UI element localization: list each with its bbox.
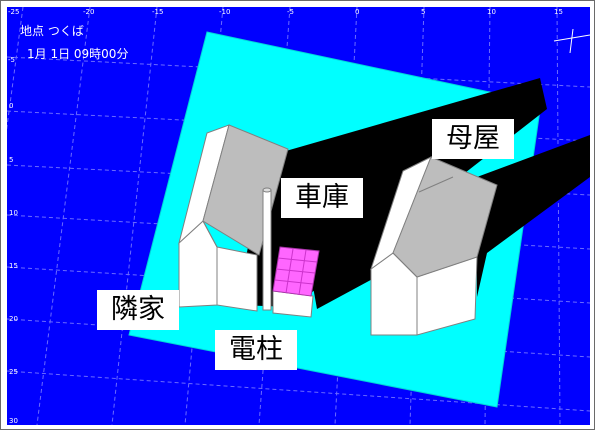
y-tick: 20 (9, 315, 18, 323)
x-tick: -20 (83, 8, 95, 16)
utility-pole (262, 187, 272, 311)
neighbor-house (178, 124, 289, 312)
shadow-main-house (477, 135, 590, 297)
x-tick: 10 (487, 8, 496, 16)
garage (272, 246, 320, 318)
x-tick: 0 (355, 8, 360, 16)
x-tick: -10 (219, 8, 231, 16)
y-tick: 25 (9, 368, 18, 376)
x-tick: -15 (152, 8, 164, 16)
label-neighbor-house: 隣家 (97, 290, 179, 330)
x-tick: 15 (554, 8, 563, 16)
x-tick: 5 (421, 8, 426, 16)
x-tick: -5 (287, 8, 294, 16)
sun-direction-marker (553, 28, 590, 54)
x-tick: -25 (8, 8, 20, 16)
label-garage: 車庫 (281, 178, 363, 218)
y-tick: -5 (8, 56, 15, 64)
label-main-house: 母屋 (432, 119, 514, 159)
y-tick: 15 (9, 262, 18, 270)
y-tick: 5 (9, 156, 14, 164)
datetime-text: 1月 1日 09時00分 (27, 47, 129, 61)
location-text: 地点 つくば (20, 24, 84, 38)
y-tick: 10 (9, 209, 18, 217)
y-tick: 0 (9, 102, 14, 110)
main-house (370, 155, 498, 336)
label-utility-pole: 電柱 (215, 330, 297, 370)
y-tick: 30 (9, 417, 18, 425)
